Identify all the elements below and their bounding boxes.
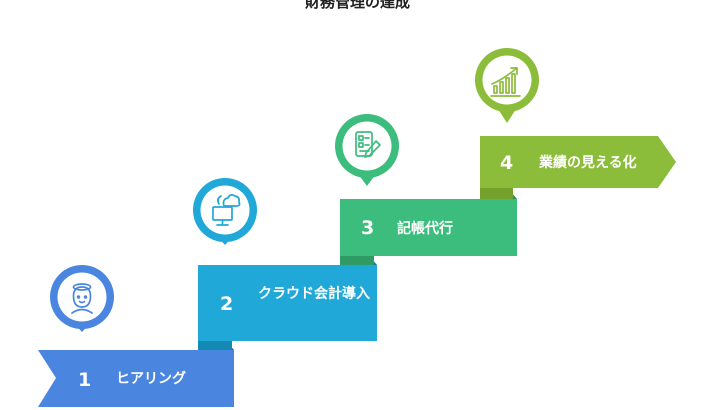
step-2-number: 2 (220, 293, 234, 315)
step-4-shadow (480, 188, 513, 199)
step-1-pin (50, 265, 114, 332)
step-4-number: 4 (500, 152, 514, 174)
step-1 (38, 265, 234, 407)
step-2 (193, 178, 377, 350)
step-1-banner (38, 350, 234, 407)
step-2-pin (193, 178, 257, 245)
checklist-pen-icon (355, 131, 381, 158)
growth-chart-icon (490, 67, 521, 97)
step-4-banner (480, 136, 676, 188)
step-3-shadow (340, 256, 374, 265)
step-1-number: 1 (78, 369, 92, 391)
step-3-banner (340, 199, 517, 256)
step-2-shadow (198, 341, 232, 350)
step-3-number: 3 (361, 217, 375, 239)
step-2-banner (198, 265, 377, 341)
step-3-label: 記帳代行 (397, 221, 453, 237)
person-icon (71, 283, 93, 314)
cloud-computer-icon (212, 194, 241, 226)
diagram-title: 財務管理の達成 (304, 0, 410, 11)
step-2-label: クラウド会計導入 (258, 286, 370, 302)
step-4-label: 業績の見える化 (539, 155, 637, 171)
step-3 (335, 114, 517, 265)
step-4 (475, 48, 676, 199)
step-3-pin (335, 114, 399, 186)
step-1-label: ヒアリング (116, 371, 186, 387)
step-4-pin (475, 48, 539, 123)
